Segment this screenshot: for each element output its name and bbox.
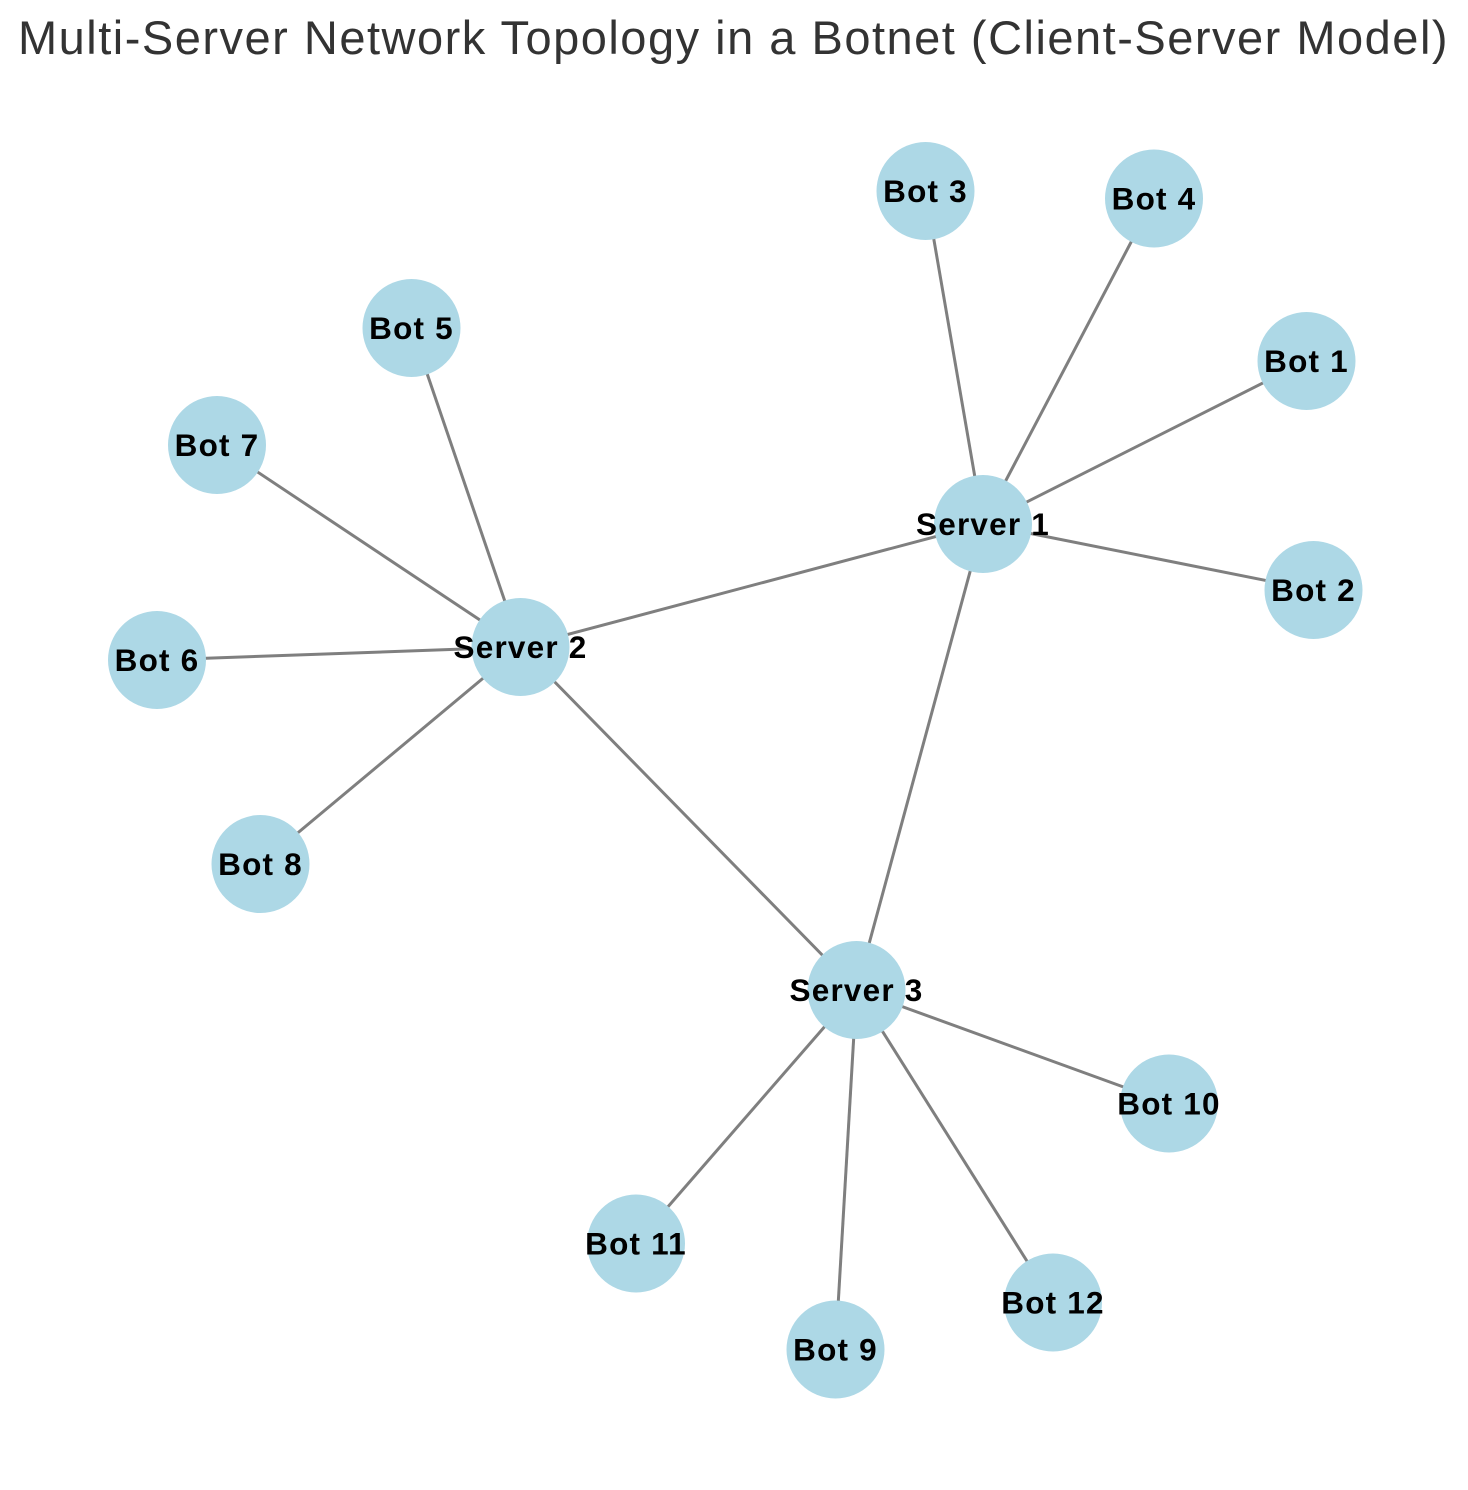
svg-text:Bot 1: Bot 1 bbox=[1264, 343, 1349, 379]
svg-text:Bot 9: Bot 9 bbox=[793, 1332, 878, 1368]
svg-text:Bot 7: Bot 7 bbox=[175, 427, 260, 463]
svg-text:Bot 12: Bot 12 bbox=[1001, 1285, 1104, 1321]
svg-text:Bot 6: Bot 6 bbox=[115, 642, 200, 678]
svg-text:Server 3: Server 3 bbox=[790, 972, 924, 1008]
svg-text:Bot 2: Bot 2 bbox=[1271, 572, 1356, 608]
svg-text:Bot 8: Bot 8 bbox=[218, 846, 303, 882]
svg-text:Bot 11: Bot 11 bbox=[585, 1226, 687, 1262]
svg-text:Bot 4: Bot 4 bbox=[1112, 181, 1197, 217]
svg-text:Bot 10: Bot 10 bbox=[1117, 1086, 1220, 1122]
svg-text:Server 1: Server 1 bbox=[916, 506, 1050, 542]
svg-text:Bot 3: Bot 3 bbox=[883, 173, 968, 209]
svg-text:Server 2: Server 2 bbox=[454, 629, 588, 665]
svg-text:Multi-Server Network Topology: Multi-Server Network Topology in a Botne… bbox=[18, 11, 1449, 64]
svg-text:Bot 5: Bot 5 bbox=[369, 310, 454, 346]
